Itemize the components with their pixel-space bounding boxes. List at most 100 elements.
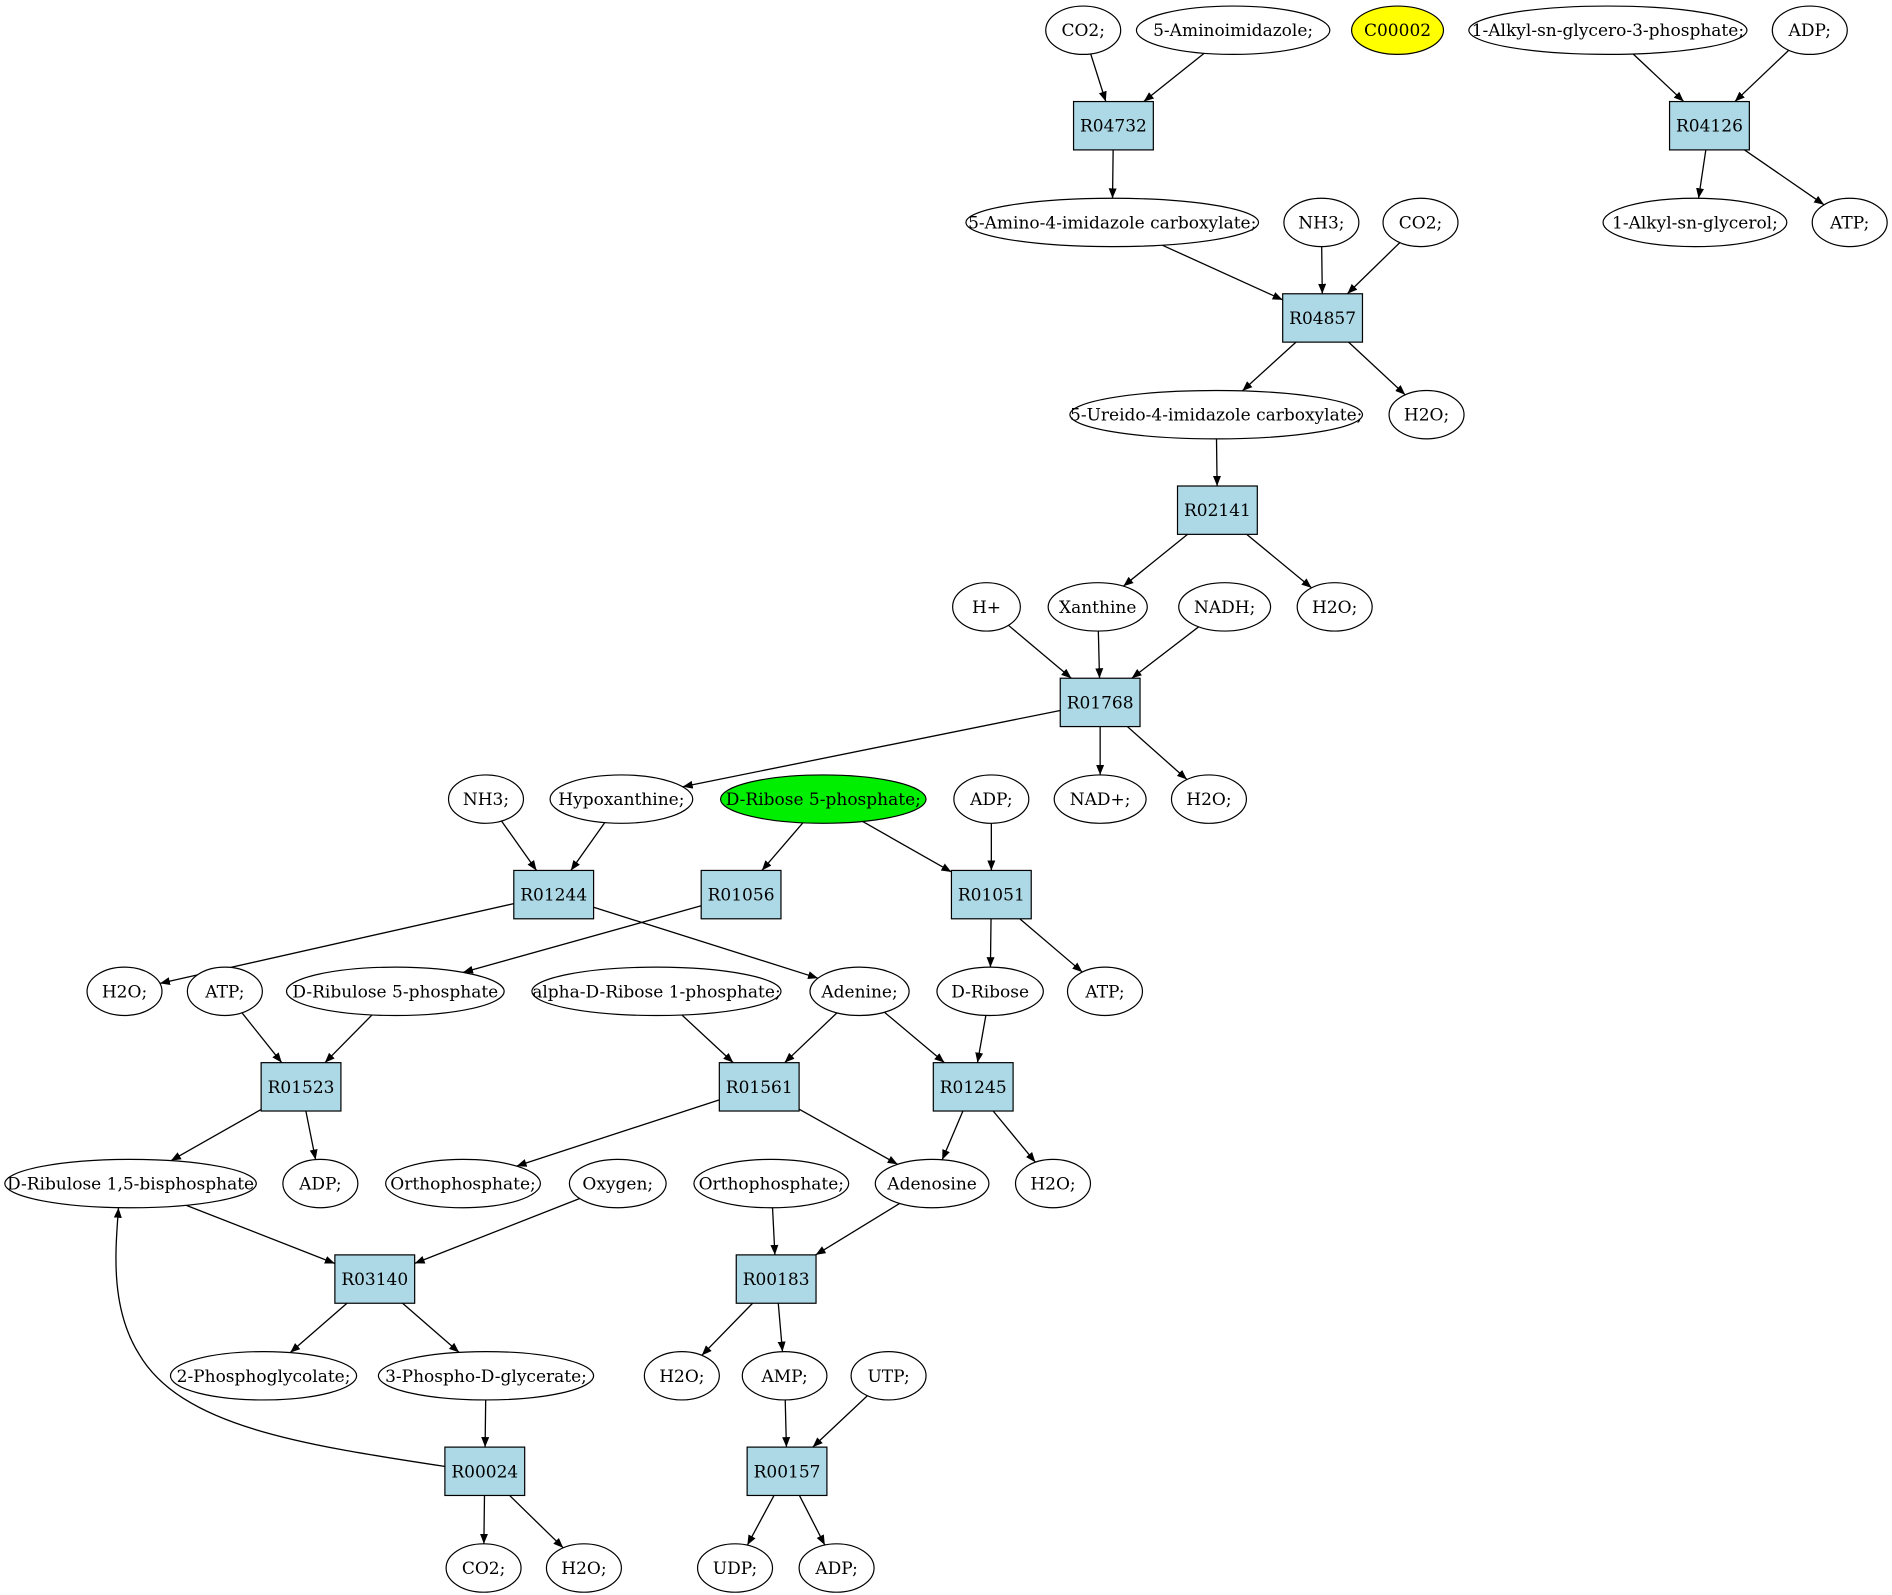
reaction-label: R00183 — [743, 1270, 810, 1290]
compound-ellipse — [1296, 582, 1373, 632]
reaction-box — [950, 869, 1032, 920]
edge-r04857-to-h2o_a — [1348, 341, 1406, 396]
compound-node-oxygen: Oxygen; — [568, 1158, 667, 1209]
compound-node-alkylglycerophos: 1-Alkyl-sn-glycero-3-phosphate; — [1468, 5, 1748, 56]
compound-label: H2O; — [561, 1559, 606, 1579]
compound-ellipse — [285, 966, 505, 1017]
edge-r00157-to-adp_d — [798, 1495, 826, 1546]
compound-node-orthophos_b: Orthophosphate; — [693, 1158, 850, 1209]
compound-ellipse — [549, 774, 694, 824]
compound-ellipse — [850, 1351, 927, 1401]
compound-ellipse — [643, 1351, 720, 1401]
reaction-label: R01244 — [520, 886, 587, 906]
compound-node-co2_b: CO2; — [1382, 197, 1459, 248]
compound-ellipse — [445, 1543, 522, 1593]
compound-node-ribose1p: alpha-D-Ribose 1-phosphate; — [531, 966, 782, 1017]
compound-label: ATP; — [1829, 213, 1869, 233]
compound-node-dribose: D-Ribose — [936, 966, 1044, 1017]
compound-label: Hypoxanthine; — [558, 790, 684, 810]
reaction-label: R01523 — [268, 1078, 335, 1098]
compound-label: UTP; — [867, 1367, 909, 1387]
reaction-box — [718, 1062, 800, 1112]
edge-alkylglycerophos-to-r04126 — [1632, 53, 1685, 103]
compound-ellipse — [1382, 197, 1459, 248]
edge-r03140-to-phosphoglycerate — [402, 1302, 460, 1353]
compound-ellipse — [1178, 582, 1272, 632]
compound-label: 5-Aminoimidazole; — [1153, 21, 1313, 41]
compound-label: CO2; — [1399, 213, 1443, 233]
edge-adenine-to-r01245 — [884, 1011, 945, 1064]
compound-node-orthophos_a: Orthophosphate; — [385, 1158, 541, 1209]
compound-ellipse — [874, 1158, 990, 1209]
edge-r03140-to-phosphoglycolate — [289, 1302, 348, 1354]
reaction-label: R01056 — [708, 886, 775, 906]
compound-ellipse — [186, 966, 263, 1017]
compound-ellipse — [531, 966, 782, 1017]
edge-ribulose5p-to-r01523 — [324, 1014, 373, 1064]
edge-r01245-to-h2o_e — [992, 1110, 1036, 1163]
compound-ellipse — [809, 966, 910, 1017]
compound-ellipse — [4, 1158, 257, 1209]
reaction-node-r01561: R01561 — [718, 1062, 800, 1112]
compound-node-rubp: D-Ribulose 1,5-bisphosphate — [4, 1158, 257, 1209]
compound-label: ATP; — [1084, 982, 1124, 1002]
compound-ellipse — [1053, 774, 1147, 824]
edge-hypoxanthine-to-r01244 — [570, 822, 606, 871]
compound-node-nh3_a: NH3; — [1283, 197, 1360, 248]
compound-node-co2_c: CO2; — [445, 1543, 522, 1593]
compound-label: 3-Phospho-D-glycerate; — [385, 1367, 587, 1387]
compound-label: NADH; — [1194, 598, 1255, 618]
reaction-label: R01561 — [726, 1078, 793, 1098]
compound-label: Oxygen; — [582, 1175, 653, 1195]
compound-label: D-Ribulose 1,5-bisphosphate — [7, 1175, 254, 1195]
compound-label: ADP; — [298, 1175, 341, 1195]
compound-label: Adenosine — [886, 1175, 977, 1195]
reaction-node-r00157: R00157 — [746, 1446, 828, 1497]
compound-label: Orthophosphate; — [699, 1175, 844, 1195]
edge-r00183-to-amp — [777, 1303, 786, 1352]
reaction-box — [513, 869, 595, 920]
compound-label: D-Ribose 5-phosphate; — [726, 790, 921, 810]
compound-ellipse — [1771, 5, 1848, 56]
compound-label: D-Ribulose 5-phosphate — [292, 982, 498, 1002]
reaction-box — [700, 869, 782, 920]
compound-label: 5-Amino-4-imidazole carboxylate; — [968, 213, 1256, 233]
edge-adp_a-to-r04126 — [1734, 49, 1790, 103]
compound-label: H2O; — [659, 1367, 704, 1387]
compound-label: NAD+; — [1070, 790, 1131, 810]
compound-label: H2O; — [102, 982, 147, 1002]
compound-node-c00002: C00002 — [1351, 5, 1445, 56]
edge-r04732-to-aic — [1108, 149, 1117, 199]
compound-node-hplus: H+ — [952, 582, 1021, 632]
compound-node-adp_c: ADP; — [282, 1158, 359, 1209]
reaction-node-r01523: R01523 — [260, 1062, 342, 1112]
reaction-node-r01245: R01245 — [932, 1062, 1014, 1112]
compound-ellipse — [545, 1543, 622, 1593]
compound-node-udp: UDP; — [696, 1543, 774, 1593]
compound-label: Orthophosphate; — [390, 1175, 535, 1195]
edges-layer — [113, 49, 1825, 1549]
reaction-box — [932, 1062, 1014, 1112]
edge-r02141-to-xanthine — [1122, 533, 1188, 587]
reaction-box — [1668, 100, 1750, 151]
reaction-label: R00157 — [754, 1462, 821, 1482]
edge-r01245-to-adenosine — [941, 1110, 964, 1161]
compound-ellipse — [952, 582, 1021, 632]
compound-node-h2o_b: H2O; — [1296, 582, 1373, 632]
compound-ellipse — [719, 774, 927, 824]
compound-label: ADP; — [969, 790, 1012, 810]
compound-ellipse — [1014, 1158, 1092, 1209]
edge-r04857-to-uic — [1241, 341, 1297, 392]
edge-r02141-to-h2o_b — [1246, 533, 1312, 589]
compound-label: ADP; — [1788, 21, 1831, 41]
edge-co2_a-to-r04732 — [1090, 53, 1107, 102]
compound-node-phosphoglycerate: 3-Phospho-D-glycerate; — [377, 1351, 595, 1401]
reaction-label: R01768 — [1067, 693, 1134, 713]
compound-node-atp_b: ATP; — [186, 966, 263, 1017]
edge-r01561-to-orthophos_a — [516, 1099, 720, 1167]
compound-ellipse — [741, 1351, 828, 1401]
reaction-label: R02141 — [1184, 501, 1251, 521]
compound-ellipse — [282, 1158, 359, 1209]
compound-ellipse — [1351, 5, 1445, 56]
